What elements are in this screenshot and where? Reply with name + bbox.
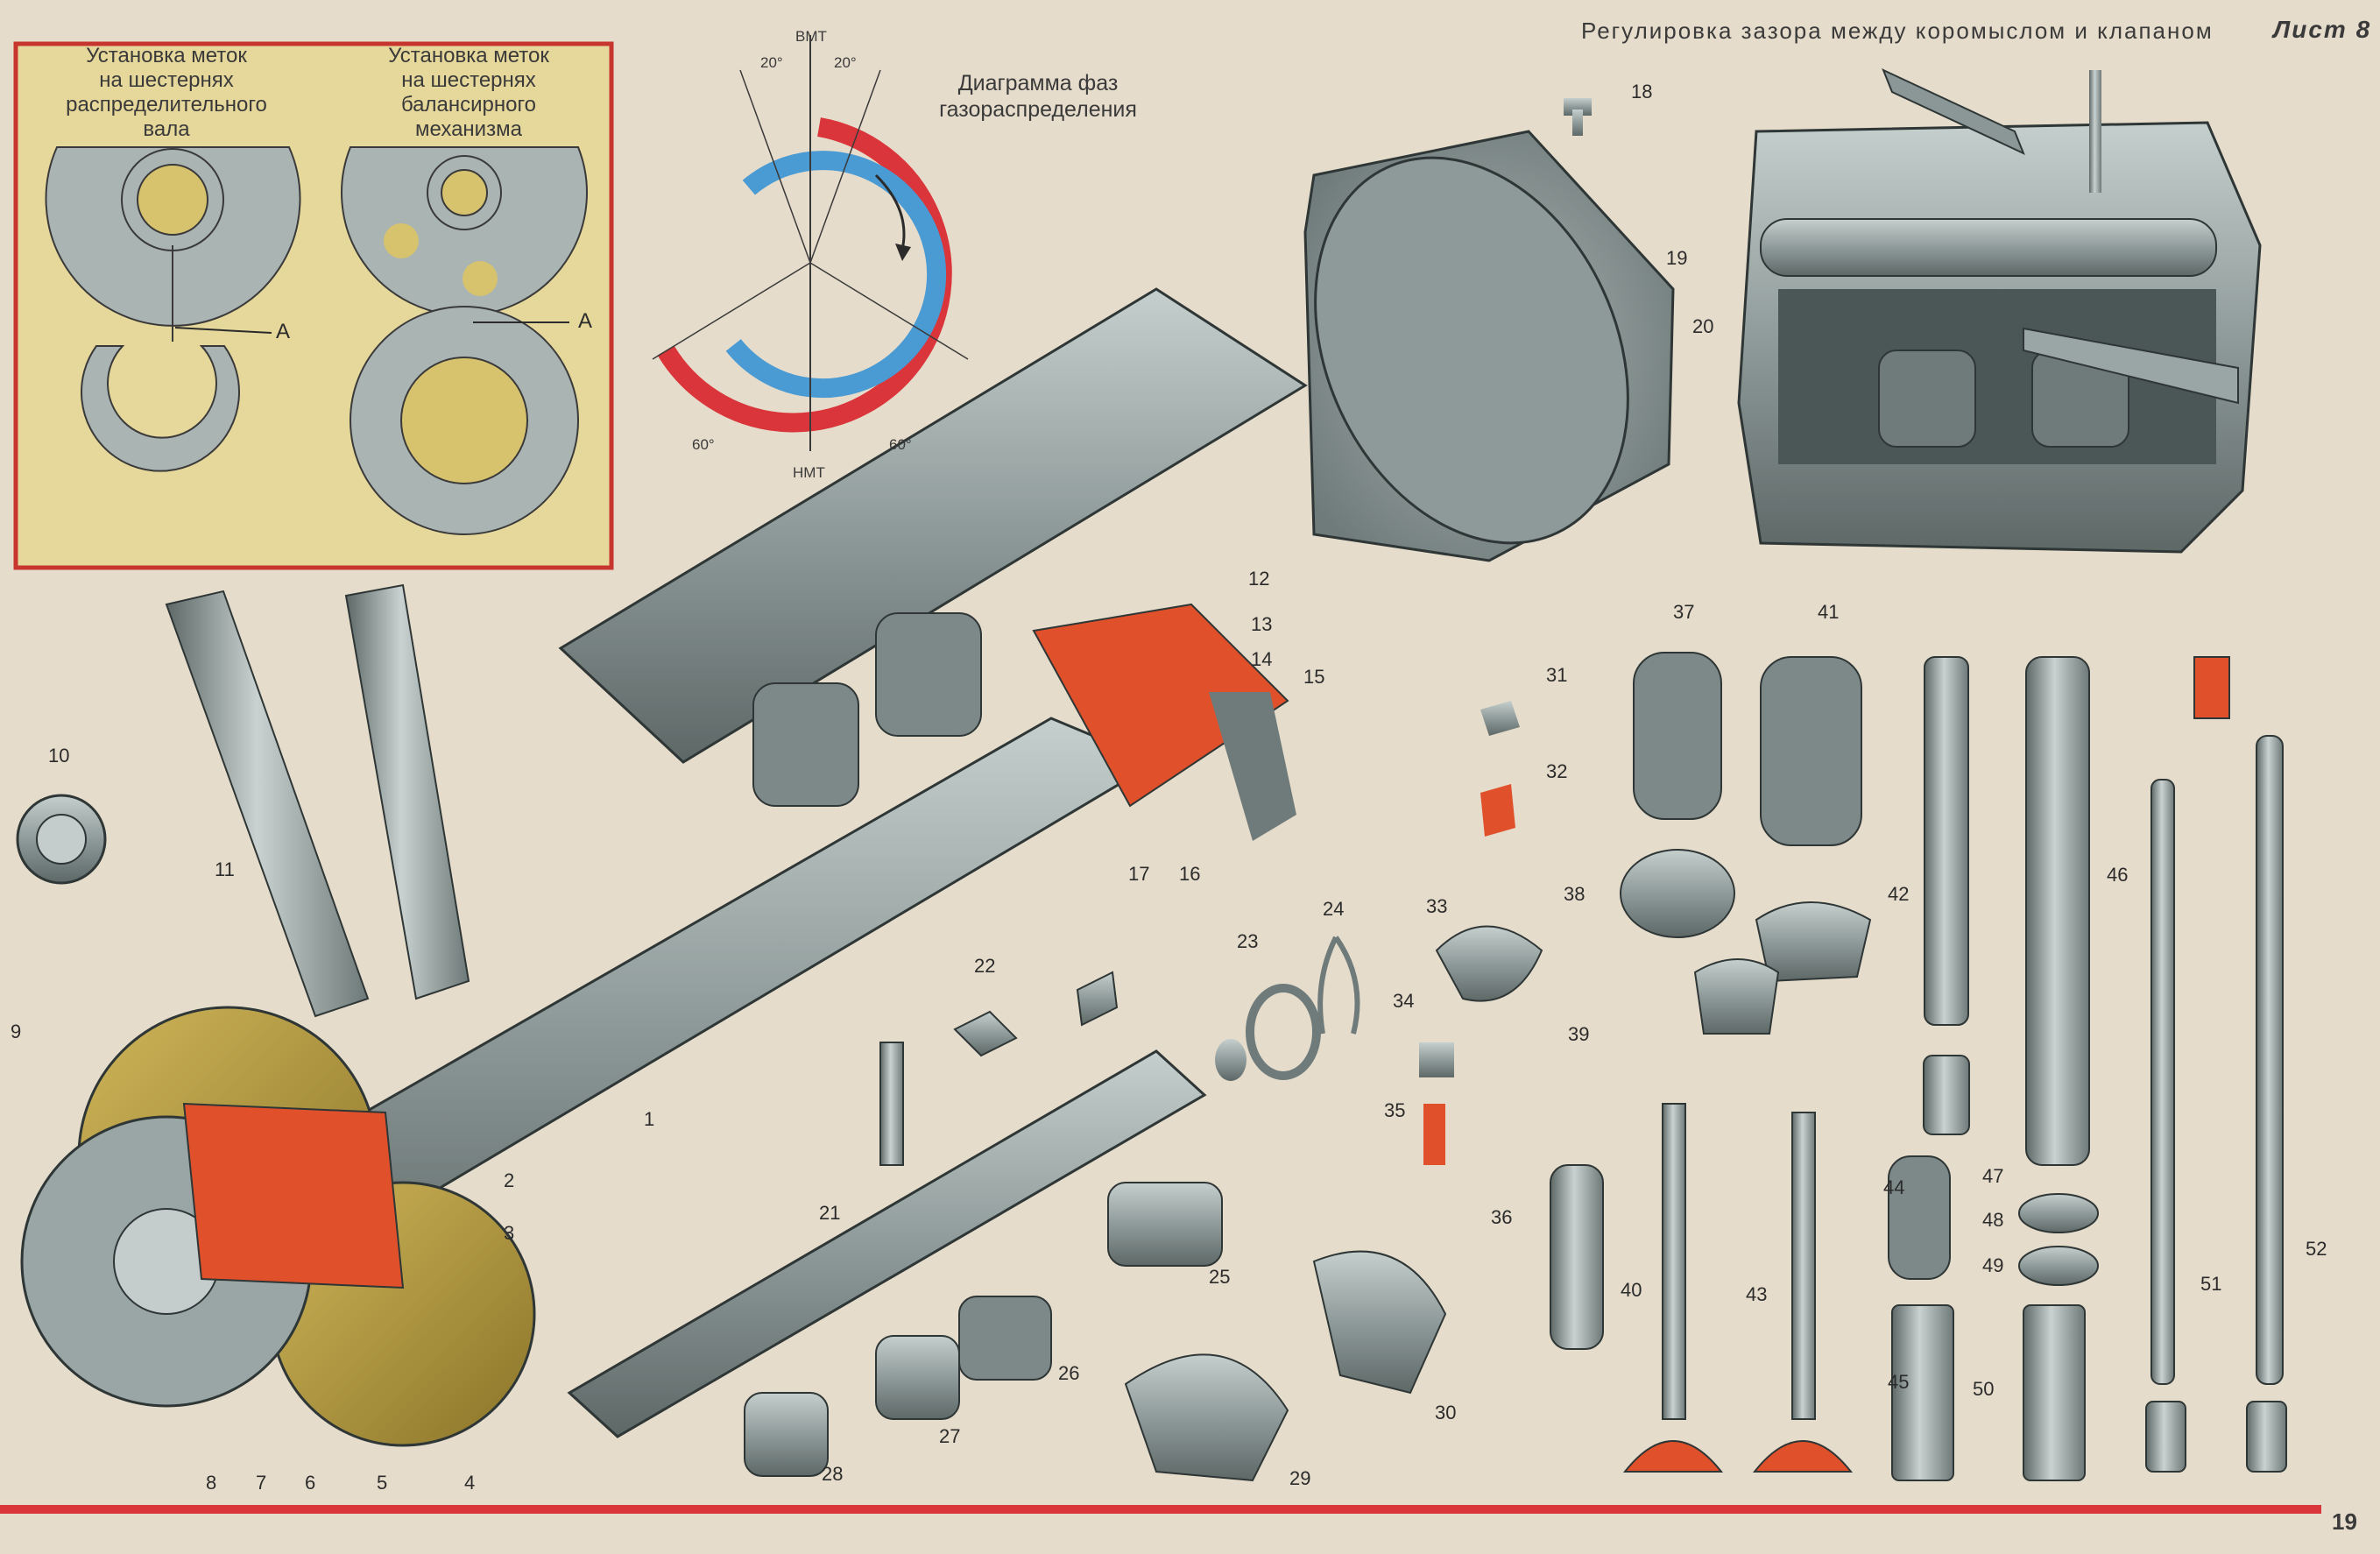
part-label-21: 21 — [819, 1202, 841, 1224]
part-label-31: 31 — [1546, 664, 1568, 686]
part-label-49: 49 — [1982, 1254, 2004, 1276]
part-label-28: 28 — [822, 1463, 844, 1485]
angle-bottom-right: 60° — [889, 436, 912, 453]
mark-a-left: А — [276, 320, 291, 343]
part-label-14: 14 — [1251, 648, 1273, 670]
valves-and-pushrods — [1622, 656, 2287, 1481]
angle-top-left: 20° — [760, 54, 783, 71]
part-label-12: 12 — [1248, 568, 1270, 590]
ball-bearing — [16, 794, 107, 885]
part-label-43: 43 — [1746, 1283, 1768, 1305]
part-label-29: 29 — [1289, 1467, 1311, 1489]
part-label-41: 41 — [1818, 601, 1840, 623]
part-label-48: 48 — [1982, 1209, 2004, 1231]
part-label-38: 38 — [1564, 883, 1585, 905]
part-label-46: 46 — [2107, 864, 2129, 886]
part-label-6: 6 — [305, 1472, 316, 1494]
part-label-37: 37 — [1673, 601, 1695, 623]
inset-caption-left: Установка меток на шестернях распределит… — [35, 44, 298, 142]
valve-cover — [1303, 98, 1675, 562]
part-label-8: 8 — [206, 1472, 217, 1494]
balancer-gear-illustration — [341, 146, 588, 535]
bottom-accent-rule — [0, 1505, 2321, 1514]
clearance-adjustment-view — [1737, 68, 2262, 554]
caption-line: на шестернях — [401, 68, 536, 92]
part-label-44: 44 — [1883, 1176, 1905, 1198]
part-label-7: 7 — [256, 1472, 267, 1494]
part-label-24: 24 — [1323, 898, 1345, 920]
page-title: Регулировка зазора между коромыслом и кл… — [1581, 18, 2214, 44]
angle-bottom-left: 60° — [692, 436, 715, 453]
camshaft-front-cutaway — [1032, 603, 1296, 841]
caption-line: Установка меток — [86, 44, 247, 67]
caption-line: газораспределения — [939, 97, 1137, 122]
pushrod-tubes — [165, 583, 470, 1018]
caption-line: на шестернях — [99, 68, 234, 92]
part-label-26: 26 — [1058, 1362, 1080, 1384]
part-label-23: 23 — [1237, 930, 1259, 952]
small-parts — [744, 936, 1447, 1482]
part-label-35: 35 — [1384, 1099, 1406, 1121]
part-label-50: 50 — [1973, 1378, 1995, 1400]
timing-diagram-caption: Диаграмма фаз газораспределения — [907, 70, 1169, 123]
caption-line: механизма — [415, 117, 522, 141]
caption-line: Установка меток — [388, 44, 549, 67]
part-label-40: 40 — [1621, 1279, 1642, 1301]
part-label-18: 18 — [1631, 81, 1653, 102]
caption-line: балансирного — [400, 93, 537, 117]
rocker-shaft-21 — [567, 1049, 1207, 1438]
part-label-20: 20 — [1692, 315, 1714, 337]
camshaft-assembly — [20, 287, 1308, 1447]
timing-marks-inset — [13, 41, 614, 570]
valve-spring-parts — [1419, 652, 1872, 1350]
page-number: 19 — [2332, 1508, 2357, 1535]
part-label-16: 16 — [1179, 863, 1201, 885]
part-label-19: 19 — [1666, 247, 1688, 269]
adjust-springs — [1878, 350, 2129, 448]
part-label-45: 45 — [1888, 1371, 1910, 1393]
part-label-13: 13 — [1251, 613, 1273, 635]
part-label-34: 34 — [1393, 990, 1415, 1012]
cover-screw — [1564, 98, 1592, 136]
part-label-36: 36 — [1491, 1206, 1513, 1228]
caption-line: распределительного — [66, 93, 267, 117]
part-label-33: 33 — [1426, 895, 1448, 917]
part-label-15: 15 — [1303, 666, 1325, 688]
part-label-52: 52 — [2306, 1238, 2327, 1260]
inset-caption-right: Установка меток на шестернях балансирног… — [337, 44, 600, 142]
part-label-4: 4 — [464, 1472, 476, 1494]
timing-gears — [20, 1006, 536, 1447]
mark-a-right: А — [578, 309, 593, 333]
part-label-51: 51 — [2200, 1273, 2222, 1295]
part-label-27: 27 — [939, 1425, 961, 1447]
caption-line: Диаграмма фаз — [957, 71, 1119, 95]
part-label-2: 2 — [504, 1169, 515, 1191]
part-label-1: 1 — [644, 1108, 655, 1130]
sheet-number: Лист 8 — [2273, 16, 2372, 43]
part-label-25: 25 — [1209, 1266, 1231, 1288]
part-label-3: 3 — [504, 1222, 515, 1244]
part-label-5: 5 — [377, 1472, 388, 1494]
part-label-10: 10 — [48, 745, 70, 766]
bdc-label: НМТ — [793, 464, 825, 481]
tdc-label: ВМТ — [795, 28, 827, 45]
part-label-22: 22 — [974, 955, 996, 977]
part-label-17: 17 — [1128, 863, 1150, 885]
part-label-39: 39 — [1568, 1023, 1590, 1045]
angle-top-right: 20° — [834, 54, 857, 71]
valve-springs — [752, 612, 982, 807]
part-label-42: 42 — [1888, 883, 1910, 905]
caption-line: вала — [143, 117, 190, 141]
part-label-32: 32 — [1546, 760, 1568, 782]
part-label-47: 47 — [1982, 1165, 2004, 1187]
part-label-11: 11 — [215, 858, 235, 880]
valve-timing-diagram — [652, 35, 969, 451]
part-label-9: 9 — [11, 1021, 22, 1042]
part-label-30: 30 — [1435, 1402, 1457, 1423]
camshaft-gear-illustration — [45, 146, 301, 472]
